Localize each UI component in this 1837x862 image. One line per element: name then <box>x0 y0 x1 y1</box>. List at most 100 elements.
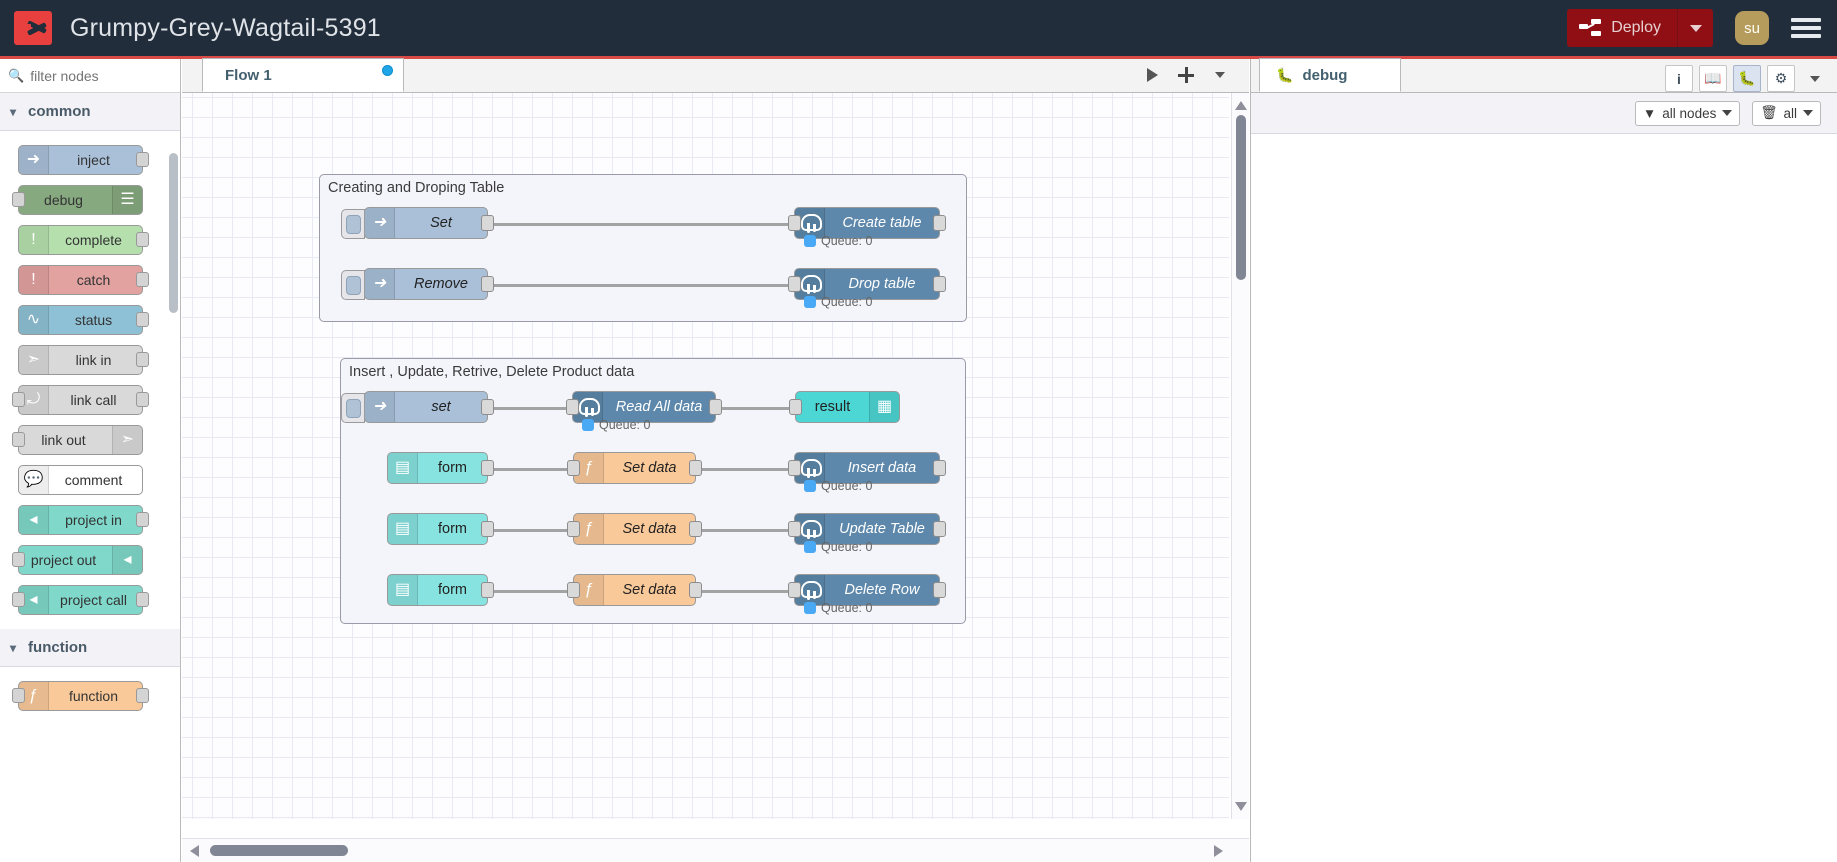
output-port[interactable] <box>136 312 149 327</box>
flow-canvas[interactable]: Creating and Droping Table ➜ Set Create … <box>182 93 1229 819</box>
palette-node-function[interactable]: ƒ function <box>12 681 149 711</box>
hamburger-menu-icon[interactable] <box>1791 14 1821 42</box>
output-port[interactable] <box>136 512 149 527</box>
output-port[interactable] <box>689 460 702 476</box>
node-set-inject[interactable]: ➜ Set <box>341 207 494 239</box>
output-port[interactable] <box>136 152 149 167</box>
node-form-insert[interactable]: ▤ form <box>387 452 494 484</box>
output-port[interactable] <box>709 399 722 415</box>
output-port[interactable] <box>689 582 702 598</box>
input-port[interactable] <box>567 460 580 476</box>
help-book-icon[interactable]: 📖 <box>1699 65 1727 92</box>
palette-scrollbar[interactable] <box>169 153 178 313</box>
palette-node-project-in[interactable]: ◂ project in <box>18 505 149 535</box>
run-flow-button[interactable] <box>1135 60 1169 90</box>
debug-message-list[interactable] <box>1251 134 1837 862</box>
input-port[interactable] <box>567 521 580 537</box>
input-port[interactable] <box>788 276 801 292</box>
palette-node-link-call[interactable]: ⤾ link call <box>12 385 149 415</box>
node-set-inject-2[interactable]: ➜ set <box>341 391 494 423</box>
output-port[interactable] <box>933 276 946 292</box>
output-port[interactable] <box>136 592 149 607</box>
node-set-data-insert[interactable]: ƒ Set data <box>567 452 702 484</box>
output-port[interactable] <box>136 392 149 407</box>
output-port[interactable] <box>689 521 702 537</box>
add-flow-button[interactable] <box>1169 60 1203 90</box>
node-create-table[interactable]: Create table <box>788 207 946 239</box>
palette-node-inject[interactable]: ➜ inject <box>18 145 149 175</box>
input-port[interactable] <box>12 592 25 607</box>
input-port[interactable] <box>12 552 25 567</box>
palette-node-debug[interactable]: debug ☰ <box>12 185 143 215</box>
scroll-down-icon[interactable] <box>1235 802 1247 811</box>
tab-flow-1[interactable]: Flow 1 <box>202 58 404 92</box>
output-port[interactable] <box>933 582 946 598</box>
output-port[interactable] <box>933 460 946 476</box>
scroll-thumb-horizontal[interactable] <box>210 845 348 856</box>
node-read-all-data[interactable]: Read All data <box>566 391 722 423</box>
scroll-right-icon[interactable] <box>1214 845 1223 857</box>
input-port[interactable] <box>566 399 579 415</box>
node-filter[interactable]: ▼ all nodes <box>1634 100 1741 126</box>
node-result-table[interactable]: result ▦ <box>789 391 900 423</box>
palette-node-complete[interactable]: ! complete <box>18 225 149 255</box>
canvas-vertical-scrollbar[interactable] <box>1231 93 1249 819</box>
clear-filter[interactable]: 🗑 all <box>1752 100 1821 126</box>
output-port[interactable] <box>933 521 946 537</box>
node-insert-data[interactable]: Insert data <box>788 452 946 484</box>
search-input[interactable] <box>30 67 161 84</box>
output-port[interactable] <box>481 460 494 476</box>
output-port[interactable] <box>933 215 946 231</box>
scroll-thumb-vertical[interactable] <box>1236 115 1246 280</box>
input-port[interactable] <box>12 432 25 447</box>
avatar[interactable]: su <box>1735 11 1769 45</box>
palette-node-link-in[interactable]: ➣ link in <box>18 345 149 375</box>
scroll-up-icon[interactable] <box>1235 101 1247 110</box>
output-port[interactable] <box>136 352 149 367</box>
output-port[interactable] <box>481 276 494 292</box>
output-port[interactable] <box>136 688 149 703</box>
input-port[interactable] <box>789 399 802 415</box>
node-update-table[interactable]: Update Table <box>788 513 946 545</box>
flow-menu-button[interactable] <box>1203 60 1237 90</box>
palette-node-status[interactable]: ∿ status <box>18 305 149 335</box>
palette-category-common[interactable]: ▾ common <box>0 93 180 131</box>
deploy-button[interactable]: Deploy <box>1567 9 1677 47</box>
palette-search[interactable]: 🔍 <box>0 59 180 93</box>
node-form-delete[interactable]: ▤ form <box>387 574 494 606</box>
output-port[interactable] <box>481 215 494 231</box>
inject-trigger-button[interactable] <box>341 209 365 239</box>
node-set-data-update[interactable]: ƒ Set data <box>567 513 702 545</box>
input-port[interactable] <box>788 215 801 231</box>
info-tab-icon[interactable]: i <box>1665 65 1693 92</box>
palette-node-comment[interactable]: 💬 comment <box>18 465 143 495</box>
sidebar-menu-icon[interactable] <box>1801 65 1829 92</box>
node-remove-inject[interactable]: ➜ Remove <box>341 268 494 300</box>
output-port[interactable] <box>481 582 494 598</box>
input-port[interactable] <box>12 688 25 703</box>
palette-node-link-out[interactable]: link out ➣ <box>12 425 143 455</box>
input-port[interactable] <box>788 521 801 537</box>
palette-category-function[interactable]: ▾ function <box>0 629 180 667</box>
input-port[interactable] <box>12 392 25 407</box>
palette-node-project-out[interactable]: project out ◂ <box>12 545 143 575</box>
output-port[interactable] <box>136 272 149 287</box>
output-port[interactable] <box>481 399 494 415</box>
canvas-horizontal-scrollbar[interactable] <box>182 838 1249 862</box>
node-set-data-delete[interactable]: ƒ Set data <box>567 574 702 606</box>
tab-debug[interactable]: 🐛 debug <box>1259 58 1401 92</box>
node-form-update[interactable]: ▤ form <box>387 513 494 545</box>
deploy-options-button[interactable] <box>1677 9 1713 47</box>
input-port[interactable] <box>788 460 801 476</box>
settings-gear-icon[interactable]: ⚙ <box>1767 65 1795 92</box>
scroll-left-icon[interactable] <box>190 845 199 857</box>
inject-trigger-button[interactable] <box>341 393 365 423</box>
palette-node-project-call[interactable]: ◂ project call <box>12 585 149 615</box>
node-drop-table[interactable]: Drop table <box>788 268 946 300</box>
input-port[interactable] <box>12 192 25 207</box>
input-port[interactable] <box>567 582 580 598</box>
inject-trigger-button[interactable] <box>341 270 365 300</box>
debug-bug-icon[interactable]: 🐛 <box>1733 65 1761 92</box>
output-port[interactable] <box>136 232 149 247</box>
output-port[interactable] <box>481 521 494 537</box>
